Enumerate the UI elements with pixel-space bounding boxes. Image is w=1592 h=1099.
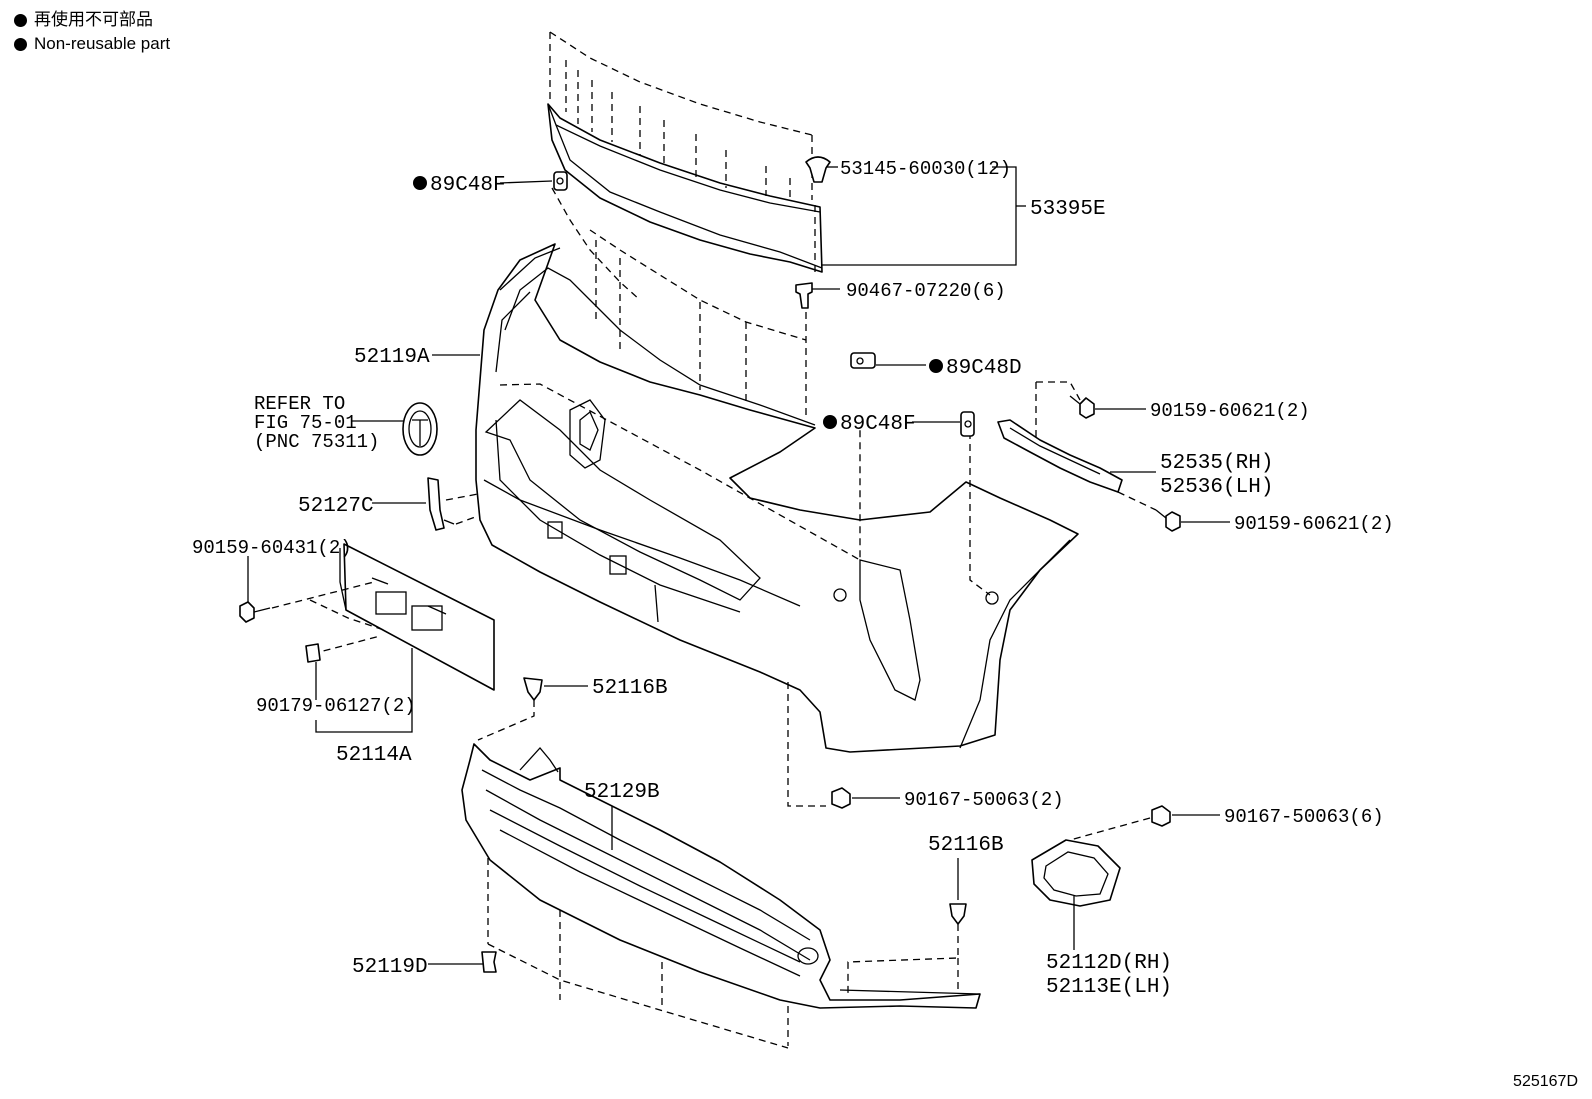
dash-90167-6: [1069, 817, 1151, 841]
bracket-53395E: [822, 166, 1017, 266]
bracket-52114A: [315, 648, 413, 733]
clip-89C48F-mid: [960, 411, 975, 437]
label-90159-60621-a: 90159-60621(2): [1150, 400, 1310, 422]
label-90179-06127: 90179-06127(2): [256, 695, 416, 717]
label-52129B: 52129B: [584, 781, 660, 804]
dash-52116B-top: [477, 700, 535, 741]
figure-id: 525167D: [1513, 1073, 1578, 1090]
legend-row-en: Non-reusable part: [14, 32, 170, 56]
dash-90159-a: [1035, 381, 1081, 440]
label-89C48F-mid: 89C48F: [840, 413, 916, 436]
legend-en-text: Non-reusable part: [34, 34, 171, 53]
label-52535: 52535(RH): [1160, 452, 1273, 475]
label-53145-60030: 53145-60030(12): [840, 158, 1011, 180]
label-52127C: 52127C: [298, 495, 374, 518]
bolt-90159-60431: [239, 601, 271, 623]
non-reusable-dot-icon: [823, 415, 837, 429]
clip-89C48F-top: [553, 171, 568, 191]
refer-line-3: (PNC 75311): [254, 431, 379, 453]
upper-retainer-dash-lines: [549, 31, 813, 202]
lower-grille-52129B: [461, 743, 981, 1009]
label-90159-60431: 90159-60431(2): [192, 537, 352, 559]
label-52114A: 52114A: [336, 744, 412, 767]
label-52116B-bot: 52116B: [928, 834, 1004, 857]
legend: 再使用不可部品 Non-reusable part: [14, 8, 170, 56]
refer-line-2: FIG 75-01: [254, 412, 357, 434]
non-reusable-dot-icon: [14, 13, 27, 27]
dash-90167-2: [787, 682, 826, 807]
label-52116B-top: 52116B: [592, 677, 668, 700]
front-bumper-cover-52119A: [475, 243, 1079, 753]
label-89C48D: 89C48D: [946, 357, 1022, 380]
non-reusable-dot-icon: [413, 176, 427, 190]
bolt-90159-60621-a: [1069, 395, 1095, 419]
bumper-dash-lines: [499, 187, 991, 596]
label-53395E: 53395E: [1030, 198, 1106, 221]
dash-lower-grille: [487, 910, 789, 1049]
upper-retainer-53395E: [547, 103, 823, 273]
clip-52119D: [481, 951, 497, 973]
label-90167-50063-6: 90167-50063(6): [1224, 806, 1384, 828]
legend-jp-text: 再使用不可部品: [34, 10, 153, 29]
label-52112D: 52112D(RH): [1046, 952, 1172, 975]
label-52119A: 52119A: [354, 346, 430, 369]
legend-row-jp: 再使用不可部品: [14, 8, 170, 32]
clip-90467-07220: [795, 282, 813, 309]
refer-line-1: REFER TO: [254, 393, 345, 415]
label-90167-50063-2: 90167-50063(2): [904, 789, 1064, 811]
dash-90159-b: [1117, 491, 1157, 511]
clip-52116B-bot: [949, 903, 967, 925]
nut-90179-06127: [305, 643, 321, 663]
bolt-90167-50063-6: [1151, 805, 1171, 827]
dash-license-bracket: [271, 581, 385, 655]
fog-lamp-cover-52112D: [1031, 839, 1121, 907]
label-89C48F-top: 89C48F: [430, 174, 506, 197]
dash-52116B-bot: [847, 924, 959, 996]
label-52119D: 52119D: [352, 956, 428, 979]
clip-52116B-top: [523, 677, 543, 701]
bumper-side-retainer-52535: [997, 419, 1123, 493]
dash-52127C: [445, 493, 479, 525]
clip-53145-60030: [805, 156, 831, 183]
non-reusable-dot-icon: [929, 359, 943, 373]
clip-89C48D: [850, 352, 876, 369]
label-52113E: 52113E(LH): [1046, 976, 1172, 999]
label-52536: 52536(LH): [1160, 476, 1273, 499]
label-90159-60621-b: 90159-60621(2): [1234, 513, 1394, 535]
label-90467-07220: 90467-07220(6): [846, 280, 1006, 302]
bolt-90159-60621-b: [1155, 509, 1181, 532]
leader-89C48F-top: [499, 180, 553, 184]
non-reusable-dot-icon: [14, 37, 27, 51]
license-bracket-52114A: [339, 543, 495, 691]
bolt-90167-50063-2: [831, 787, 851, 809]
emblem-75311: [402, 402, 438, 456]
cover-52127C: [427, 477, 455, 531]
